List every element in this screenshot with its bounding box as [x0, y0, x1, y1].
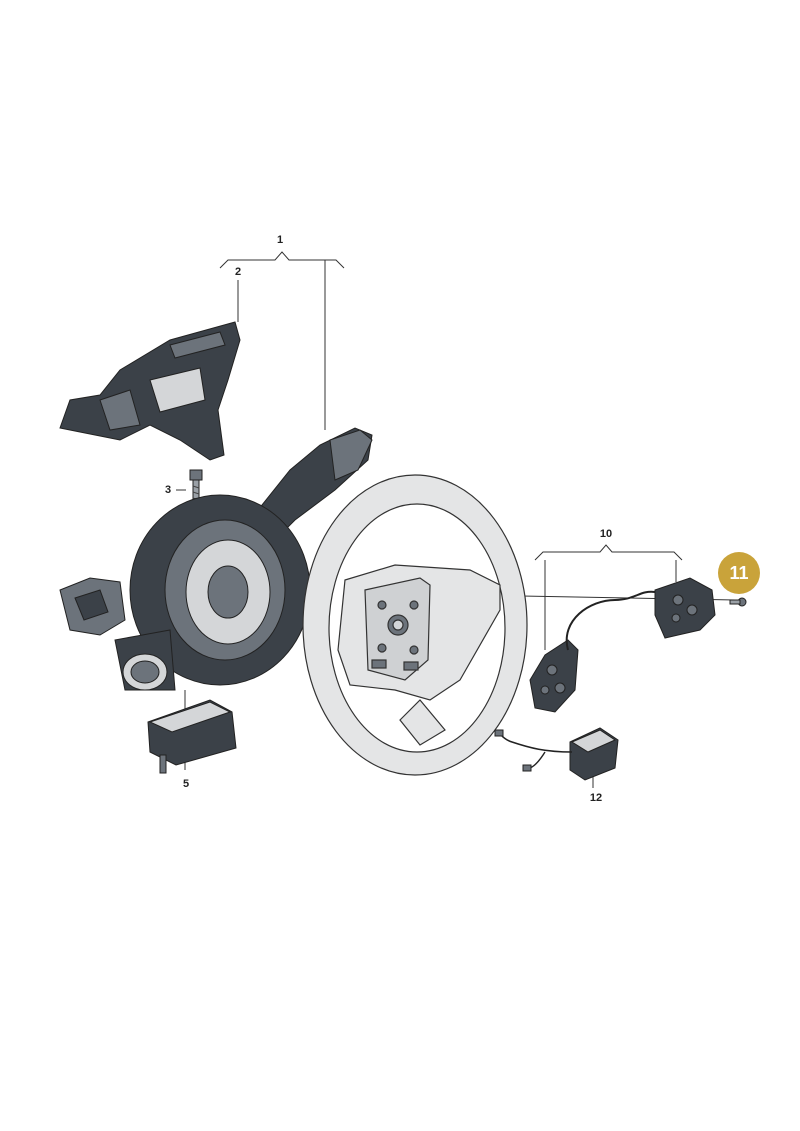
- callout-10[interactable]: 10: [599, 528, 613, 540]
- callout-5[interactable]: 5: [182, 778, 190, 790]
- callout-11-highlighted[interactable]: 11: [718, 552, 760, 594]
- steering-wheel: [302, 474, 528, 776]
- callout-12[interactable]: 12: [589, 792, 603, 804]
- bracket-10: [534, 544, 683, 561]
- callout-3[interactable]: 3: [164, 484, 172, 496]
- part-2-column-bracket: [59, 321, 241, 461]
- part-12-control-unit: [494, 727, 619, 781]
- part-11-screw: [729, 597, 747, 607]
- callout-1[interactable]: 1: [276, 234, 284, 246]
- bracket-1: [219, 251, 345, 269]
- part-5-connector-module: [147, 699, 237, 774]
- callout-2[interactable]: 2: [234, 266, 242, 278]
- part-10-multifunction-buttons: [529, 577, 716, 713]
- part-1-combination-switch: [59, 427, 373, 691]
- part-3-screw: [189, 469, 203, 511]
